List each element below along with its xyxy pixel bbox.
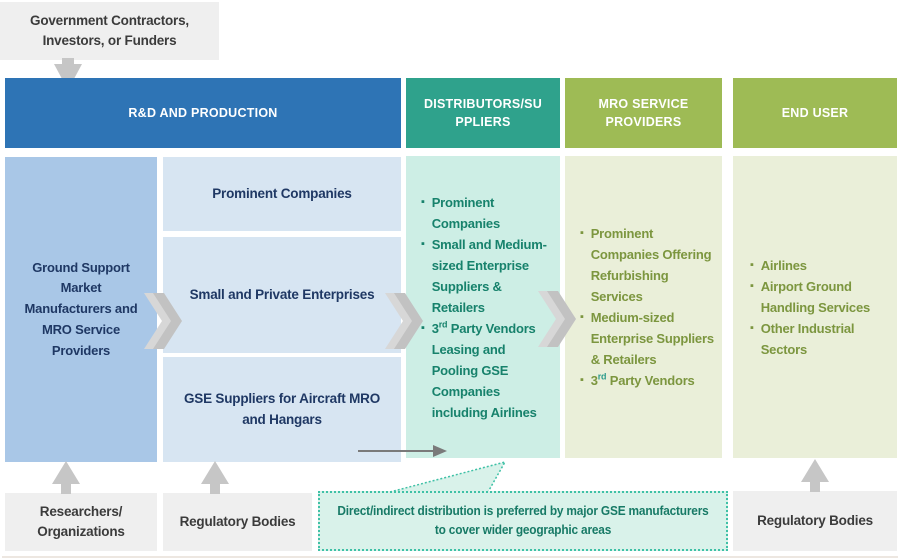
list-item: ▪ Prominent Companies (421, 192, 554, 234)
header-rd-and-production: R&D AND PRODUCTION (5, 78, 401, 148)
bullet-icon: ▪ (750, 321, 754, 334)
list-item: ▪ Medium-sized Enterprise Suppliers & Re… (580, 307, 716, 370)
end-user-column: ▪ Airlines ▪ Airport Ground Handling Ser… (733, 156, 897, 458)
small-private-enterprises-box: Small and Private Enterprises (163, 237, 401, 353)
list-item-label: 3rd Party Vendors (590, 371, 695, 388)
bullet-icon: ▪ (421, 321, 425, 334)
list-item-label: Airlines (760, 257, 807, 273)
header-end-user-label: END USER (781, 105, 849, 120)
callout-pointer (389, 460, 507, 493)
distribution-callout-label: Direct/indirect distribution is preferre… (337, 503, 709, 537)
bullet-icon: ▪ (421, 195, 425, 208)
list-item-label: Airport Ground Handling Services (760, 278, 871, 315)
list-item: ▪ 3rd Party Vendors (580, 370, 716, 391)
ground-support-manufacturers-label: Ground Support Market Manufacturers and … (24, 259, 138, 358)
researchers-organizations-label: Researchers/ Organizations (37, 503, 125, 539)
down-arrow-icon (54, 58, 82, 90)
prominent-companies-label: Prominent Companies (212, 185, 352, 201)
header-end-user: END USER (733, 78, 897, 148)
list-item: ▪ Prominent Companies Offering Refurbish… (580, 223, 716, 307)
regulatory-bodies-box-left: Regulatory Bodies (163, 493, 312, 551)
flow-chevron-icon (538, 291, 576, 347)
government-contractors-label: Government Contractors, Investors, or Fu… (30, 12, 189, 48)
bullet-icon: ▪ (580, 311, 584, 323)
up-arrow-icon (201, 461, 229, 494)
gse-suppliers-box: GSE Suppliers for Aircraft MRO and Hanga… (163, 357, 401, 462)
list-item-label: Small and Medium-sized Enterprise Suppli… (431, 236, 547, 315)
list-item: ▪ Airlines (750, 255, 891, 276)
flow-chevron-icon (385, 293, 423, 349)
bullet-icon: ▪ (580, 227, 584, 239)
ground-support-manufacturers-box: Ground Support Market Manufacturers and … (5, 157, 157, 462)
header-mro-label: MRO SERVICE PROVIDERS (598, 96, 689, 129)
header-mro-service-providers: MRO SERVICE PROVIDERS (565, 78, 722, 148)
gse-suppliers-label: GSE Suppliers for Aircraft MRO and Hanga… (183, 391, 381, 427)
bullet-icon: ▪ (750, 258, 754, 271)
list-item-label: Medium-sized Enterprise Suppliers & Reta… (590, 310, 714, 367)
regulatory-bodies-label: Regulatory Bodies (757, 512, 873, 528)
prominent-companies-box: Prominent Companies (163, 157, 401, 231)
header-distributors-label: DISTRIBUTORS/SU PPLIERS (423, 96, 543, 129)
bottom-divider (2, 556, 898, 558)
regulatory-bodies-label: Regulatory Bodies (179, 513, 296, 529)
list-item-label: Prominent Companies Offering Refurbishin… (590, 226, 712, 304)
list-item: ▪ 3rd Party Vendors Leasing and Pooling … (421, 318, 554, 423)
header-rd-label: R&D AND PRODUCTION (128, 105, 278, 120)
distribution-callout: Direct/indirect distribution is preferre… (318, 491, 728, 551)
mro-service-providers-column: ▪ Prominent Companies Offering Refurbish… (565, 156, 722, 458)
list-item: ▪ Small and Medium-sized Enterprise Supp… (421, 234, 554, 318)
small-private-enterprises-label: Small and Private Enterprises (189, 286, 375, 302)
list-item-label: Prominent Companies (431, 194, 500, 231)
up-arrow-icon (52, 461, 80, 494)
bullet-icon: ▪ (750, 279, 754, 292)
researchers-organizations-box: Researchers/ Organizations (5, 493, 157, 551)
list-item-label: 3rd Party Vendors Leasing and Pooling GS… (431, 319, 537, 420)
header-distributors-suppliers: DISTRIBUTORS/SU PPLIERS (406, 78, 560, 148)
bullet-icon: ▪ (421, 237, 425, 250)
government-contractors-box: Government Contractors, Investors, or Fu… (0, 2, 219, 60)
right-arrow-icon (358, 445, 447, 457)
list-item: ▪ Other Industrial Sectors (750, 318, 891, 360)
list-item-label: Other Industrial Sectors (760, 320, 855, 357)
flow-chevron-icon (144, 293, 182, 349)
distributors-column: ▪ Prominent Companies ▪ Small and Medium… (406, 156, 560, 458)
bullet-icon: ▪ (580, 374, 584, 386)
list-item: ▪ Airport Ground Handling Services (750, 276, 891, 318)
up-arrow-icon (801, 459, 829, 492)
regulatory-bodies-box-right: Regulatory Bodies (733, 491, 897, 551)
